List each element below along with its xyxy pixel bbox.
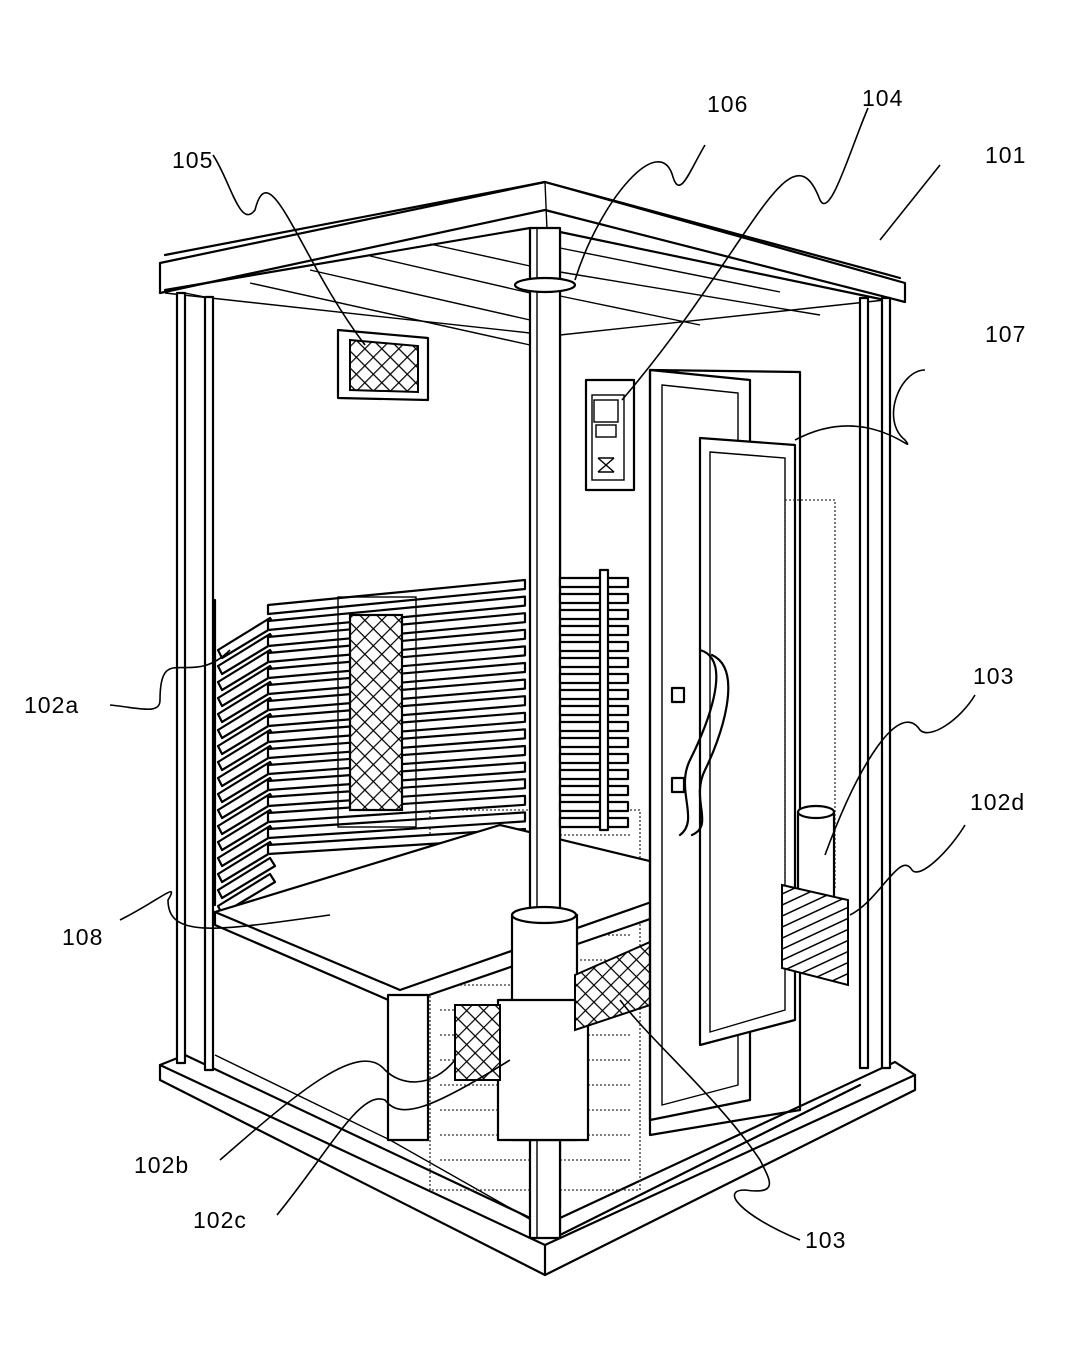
right-slat bbox=[558, 592, 630, 605]
right-slat bbox=[558, 672, 630, 685]
right-slat bbox=[558, 576, 630, 589]
right-slat bbox=[558, 752, 630, 765]
right-slat bbox=[558, 800, 630, 813]
right-slat bbox=[558, 816, 630, 829]
heater-102c bbox=[574, 940, 651, 1032]
label-104: 104 bbox=[862, 85, 903, 111]
cabin-roof bbox=[158, 180, 907, 346]
label-108: 108 bbox=[62, 924, 103, 950]
label-101: 101 bbox=[985, 142, 1026, 168]
label-107: 107 bbox=[985, 321, 1026, 347]
light-106 bbox=[513, 276, 577, 294]
right-slat bbox=[558, 704, 630, 717]
right-slat bbox=[558, 768, 630, 781]
backrest-slat-left bbox=[216, 856, 277, 900]
right-slat bbox=[558, 640, 630, 653]
column-103-lower bbox=[496, 905, 590, 1142]
backrest-slat bbox=[266, 595, 527, 632]
backrest-slat bbox=[266, 811, 527, 840]
right-slat bbox=[558, 736, 630, 749]
label-103-upper: 103 bbox=[973, 663, 1014, 689]
right-slat bbox=[558, 608, 630, 621]
label-105: 105 bbox=[172, 147, 213, 173]
backrest-heater-102a bbox=[348, 613, 404, 812]
heater-102d bbox=[781, 883, 849, 987]
right-slat bbox=[558, 656, 630, 669]
right-post bbox=[858, 296, 892, 1070]
heater-102b bbox=[454, 1004, 501, 1081]
label-106: 106 bbox=[707, 91, 748, 117]
right-slat bbox=[558, 688, 630, 701]
right-slat bbox=[558, 784, 630, 797]
label-102c: 102c bbox=[193, 1207, 247, 1233]
vent-105 bbox=[336, 328, 430, 402]
right-slat bbox=[558, 720, 630, 733]
door-107 bbox=[648, 368, 802, 1137]
label-102b: 102b bbox=[134, 1152, 189, 1178]
label-102a: 102a bbox=[24, 692, 79, 718]
leader-lines bbox=[109, 107, 976, 1241]
left-post bbox=[175, 291, 215, 1072]
right-slats bbox=[558, 568, 630, 832]
label-103-lower: 103 bbox=[805, 1227, 846, 1253]
control-panel-104 bbox=[584, 378, 636, 492]
right-slat bbox=[558, 624, 630, 637]
label-102d: 102d bbox=[970, 789, 1025, 815]
right-slat-post bbox=[598, 568, 610, 832]
